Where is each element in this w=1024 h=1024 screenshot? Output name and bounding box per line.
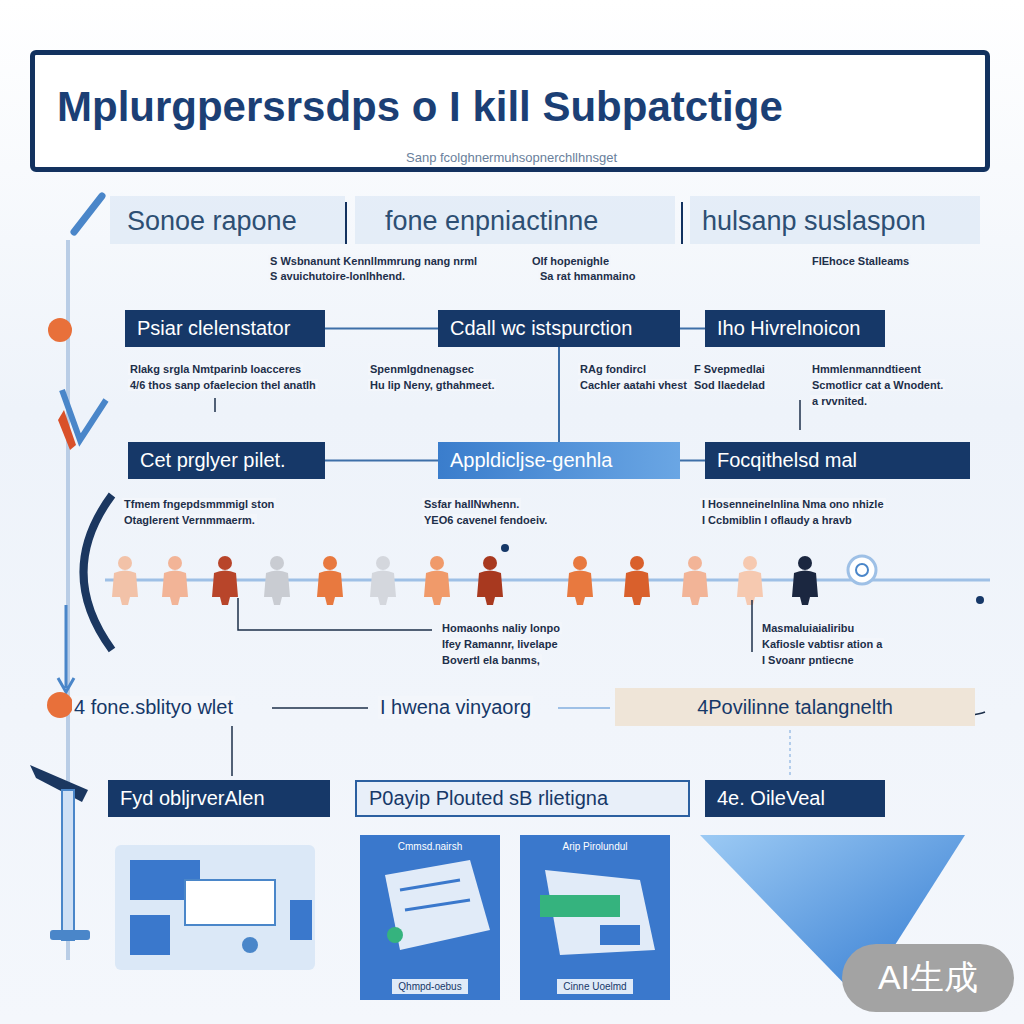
node-text: Focqithelsd mal (717, 449, 857, 472)
subtitle-text: Sanp fcolghnermuhsopnerchllhnsget (404, 150, 619, 165)
node-text: Appldicljse-genhla (450, 449, 612, 472)
note-text: RAg fondircl (578, 363, 648, 375)
process-box: Iho Hivrelnoicon (705, 310, 885, 347)
note-text: I Ccbmiblin I oflaudy a hravb (700, 514, 854, 526)
note-text: I Svoanr pntiecne (760, 654, 856, 666)
image-panel: Cmmsd.nairshQhmpd-oebus (360, 835, 500, 1000)
process-box: Psiar clelenstator (125, 310, 325, 347)
node-text: Cinne Uoelmd (557, 979, 632, 994)
connector (325, 328, 438, 330)
connector (325, 460, 438, 462)
process-box: Fyd obljrverAlen (108, 780, 330, 817)
step-text: I hwena vinyaorg (378, 696, 533, 719)
note-text: Ifey Ramannr, livelape (440, 638, 560, 650)
note-text: S avuichutoire-lonlhhend. (268, 270, 407, 282)
step-text: 4 fone.sblityo wlet (72, 696, 235, 719)
node-text: Cmmsd.nairsh (398, 841, 462, 852)
note-text: Sa rat hmanmaino (538, 270, 637, 282)
note-text: Cachler aatahi vhest (578, 379, 689, 391)
note-text: 4/6 thos sanp ofaelecion thel anatlh (128, 379, 318, 391)
node-text: Fyd obljrverAlen (120, 787, 265, 810)
process-box: Cdall wc istspurction (438, 310, 680, 347)
note-text: Masmaluiaialiribu (760, 622, 856, 634)
connector (680, 460, 705, 462)
node-text: Cdall wc istspurction (450, 317, 632, 340)
connector (558, 347, 560, 442)
node-text: Arip Pirolundul (562, 841, 627, 852)
note-text: S Wsbnanunt Kennllmmrung nang nrml (268, 255, 479, 267)
section-heading: fone enpniactinne (383, 206, 600, 237)
process-box: Cet prglyer pilet. (128, 442, 325, 479)
banner-band: 4Povilinne talangnelth (615, 688, 975, 726)
note-text: Homaonhs naliy lonpo (440, 622, 562, 634)
outline-box: P0ayip Plouted sB rlietigna (355, 780, 690, 817)
note-text: F Svepmedlai (692, 363, 767, 375)
note-text: Scmotlicr cat a Wnodent. (810, 379, 945, 391)
node-text: Cet prglyer pilet. (140, 449, 286, 472)
connector (680, 328, 705, 330)
note-text: FlEhoce Stalleams (810, 255, 911, 267)
note-text: Olf hopenighle (530, 255, 611, 267)
node-text: P0ayip Plouted sB rlietigna (369, 787, 608, 810)
highlight-box: Appldicljse-genhla (438, 442, 680, 479)
note-text: I Hosenneinelnlina Nma ono nhizle (700, 498, 886, 510)
note-text: Spenmlgdnenagsec (368, 363, 476, 375)
node-text: Iho Hivrelnoicon (717, 317, 860, 340)
node-text: Qhmpd-oebus (392, 979, 467, 994)
note-text: Sod Ilaedelad (692, 379, 767, 391)
note-text: Hmmlenmanndtieent (810, 363, 923, 375)
note-text: Kafiosle vabtisr ation a (760, 638, 884, 650)
node-text: Psiar clelenstator (137, 317, 290, 340)
node-text: 4e. OileVeal (717, 787, 825, 810)
note-text: Rlakg srgla Nmtparinb loacceres (128, 363, 303, 375)
section-heading: Sonoe rapone (125, 206, 299, 237)
node-text: 4Povilinne talangnelth (697, 696, 893, 719)
image-panel: Arip PirolundulCinne Uoelmd (520, 835, 670, 1000)
note-text: YEO6 cavenel fendoeiv. (422, 514, 549, 526)
note-text: Ssfar hallNwhenn. (422, 498, 521, 510)
note-text: a rvvnited. (810, 395, 869, 407)
note-text: Hu lip Neny, gthahmeet. (368, 379, 496, 391)
watermark: AI生成 (842, 944, 1014, 1012)
note-text: Bovertl ela banms, (440, 654, 542, 666)
section-heading: hulsanp suslaspon (700, 206, 928, 237)
process-box: 4e. OileVeal (705, 780, 885, 817)
process-box: Focqithelsd mal (705, 442, 970, 479)
note-text: Tfmem fngepdsmmmigl ston (122, 498, 276, 510)
note-text: Otaglerent Vernmmaerm. (122, 514, 257, 526)
